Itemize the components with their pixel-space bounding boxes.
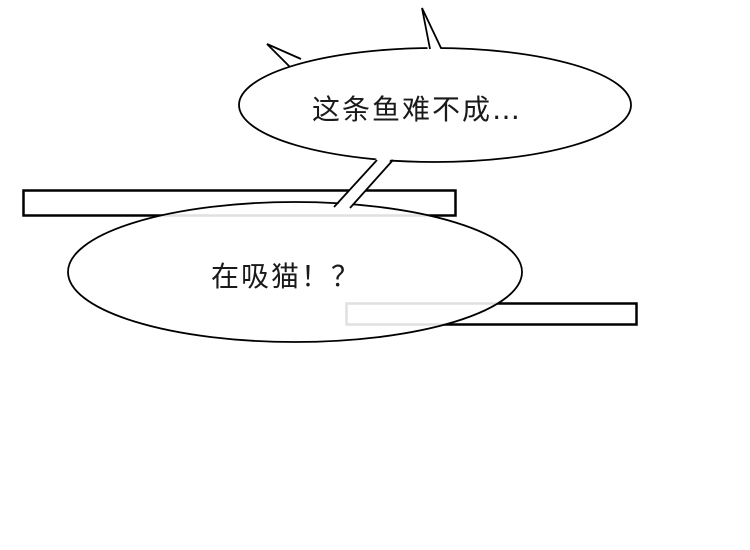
bubble-connector-tail — [333, 158, 394, 209]
speech-bubble-bottom-text: 在吸猫！？ — [211, 260, 362, 293]
speech-bubble-top-text: 这条鱼难不成… — [312, 93, 523, 126]
speech-bubble-bottom — [67, 201, 523, 343]
speech-bubble-top — [238, 7, 632, 163]
